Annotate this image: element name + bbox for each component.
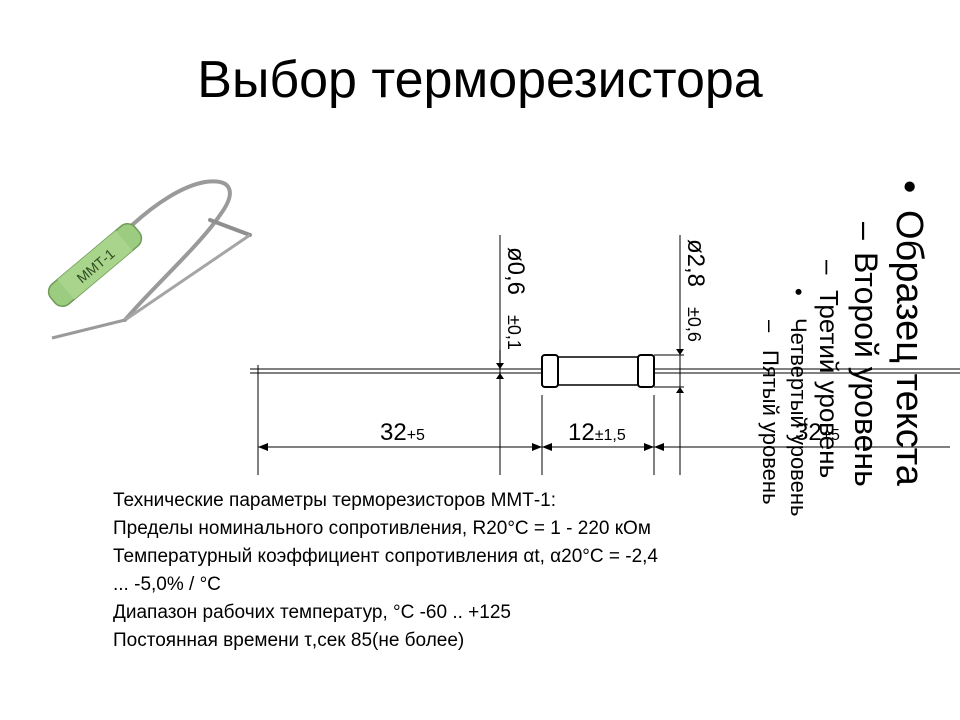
dash-icon: –: [848, 222, 884, 240]
lead-right-length: 32+5: [795, 419, 840, 446]
outline-level-5: – Пятый уровень: [756, 180, 784, 540]
bullet-icon: •: [786, 288, 811, 296]
specs-block: Технические параметры терморезисторов ММ…: [113, 487, 813, 655]
dash-icon: –: [814, 260, 844, 275]
spec-line: Диапазон рабочих температур, °C -60 .. +…: [113, 602, 511, 623]
lead-left-tol: +5: [407, 427, 425, 444]
outline-level-1: • Образец текста: [886, 180, 932, 540]
outline-level-3: – Третий уровень: [812, 180, 846, 540]
wire-diameter-label: ø0,6: [502, 247, 529, 295]
outline-level-2: – Второй уровень: [846, 180, 886, 540]
outline-level-1-text: Образец текста: [888, 210, 930, 486]
spec-line: Пределы номинального сопротивления, R20°…: [113, 518, 651, 539]
lead-right-tol: +5: [822, 427, 840, 444]
bullet-icon: •: [888, 180, 930, 194]
body-length-tol: ±1,5: [595, 427, 626, 444]
dimension-drawing: ø0,6 ±0,1 ø2,8 ±0,6 32+5 12±1,5 32+5: [250, 235, 960, 475]
wire-tolerance-label: ±0,1: [504, 315, 524, 350]
body-tolerance-label: ±0,6: [684, 307, 704, 342]
outline-level-3-text: Третий уровень: [814, 290, 844, 479]
dash-icon: –: [758, 320, 783, 333]
spec-line: Постоянная времени τ,сек 85(не более): [113, 630, 465, 651]
body-length: 12±1,5: [568, 419, 626, 446]
slide-title: Выбор терморезистора: [197, 51, 763, 109]
placeholder-outline: •Образец текста –Второй уровень –Третий …: [552, 180, 932, 540]
spec-line: ... -5,0% / °C: [113, 574, 221, 595]
lead-left-value: 32: [380, 419, 407, 446]
lead-left-length: 32+5: [380, 419, 425, 446]
thermistor-photo: ММТ-1: [47, 179, 252, 340]
spec-line: Технические параметры терморезисторов ММ…: [113, 490, 557, 511]
outline-level-2-text: Второй уровень: [848, 252, 884, 487]
body-diameter-label: ø2,8: [682, 239, 709, 287]
spec-line: Температурный коэффициент сопротивления …: [113, 546, 658, 567]
outline-level-5-text: Пятый уровень: [758, 350, 783, 505]
lead-right-value: 32: [795, 419, 822, 446]
outline-level-4: •Четвертый уровень: [784, 180, 812, 540]
body-length-value: 12: [568, 419, 595, 446]
